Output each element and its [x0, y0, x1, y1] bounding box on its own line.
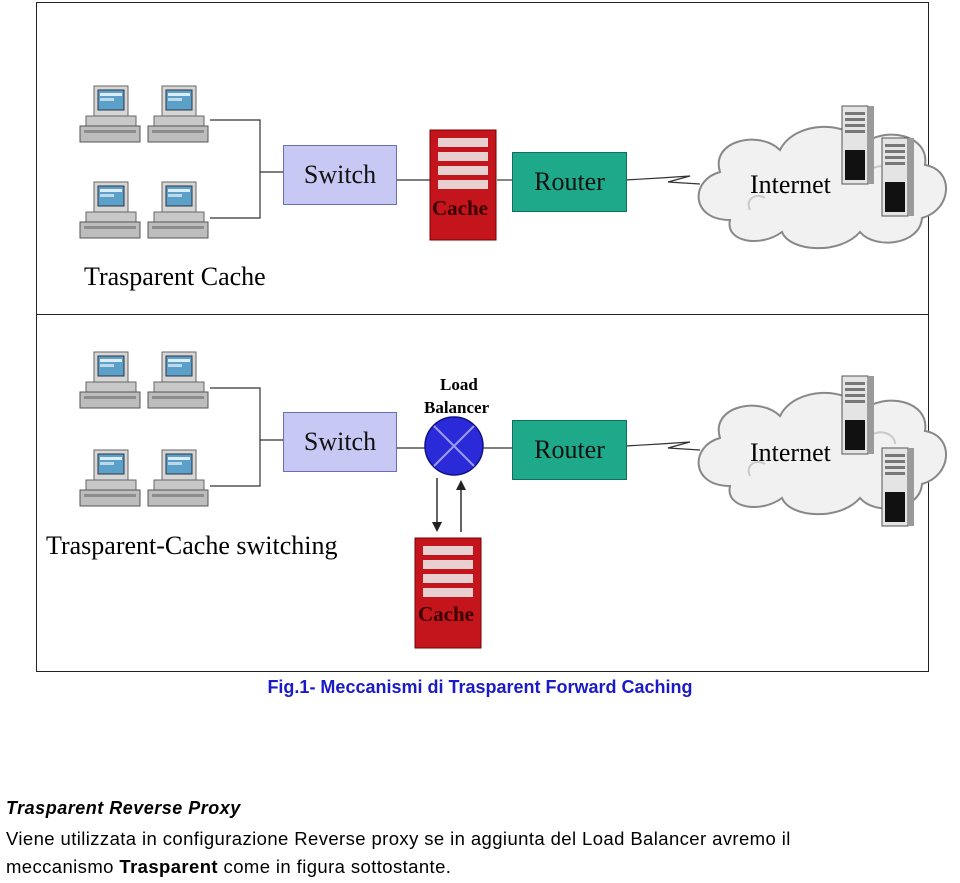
panel-divider — [36, 314, 929, 315]
workstation-icon — [79, 85, 141, 143]
router-box: Router — [512, 420, 627, 480]
router-label: Router — [534, 167, 605, 196]
workstation-icon — [147, 181, 209, 239]
paragraph-text: come in figura sottostante. — [218, 856, 452, 877]
cache-label: Cache — [418, 602, 474, 626]
connector-line — [210, 387, 261, 487]
paragraph-emphasis: Trasparent — [119, 856, 218, 877]
section-heading: Trasparent Reverse Proxy — [6, 798, 241, 818]
workstation-icon — [147, 351, 209, 409]
paragraph-text: meccanismo — [6, 856, 120, 877]
workstation-icon — [147, 449, 209, 507]
cache-server-icon — [429, 129, 497, 241]
wan-link-icon — [624, 175, 701, 185]
load-balancer-label: Balancer — [424, 398, 490, 417]
load-balancer-icon — [424, 416, 484, 476]
switch-box: Switch — [283, 145, 397, 205]
workstation-icon — [79, 351, 141, 409]
web-server-icon — [841, 105, 875, 185]
wan-link-icon — [624, 441, 701, 451]
switch-label: Switch — [303, 160, 377, 189]
panel-title: Trasparent-Cache switching — [46, 531, 338, 560]
web-server-icon — [881, 137, 915, 217]
workstation-icon — [79, 449, 141, 507]
figure-frame — [36, 2, 929, 672]
router-box: Router — [512, 152, 627, 212]
cache-server-icon — [414, 537, 482, 649]
workstation-icon — [79, 181, 141, 239]
load-balancer-label: Load — [440, 375, 478, 394]
up-arrow-icon — [456, 480, 466, 532]
connector-line — [210, 119, 261, 219]
switch-label: Switch — [303, 427, 377, 456]
cache-label: Cache — [432, 196, 488, 220]
panel-title: Trasparent Cache — [84, 262, 266, 291]
workstation-icon — [147, 85, 209, 143]
figure-caption: Fig.1- Meccanismi di Trasparent Forward … — [267, 677, 693, 697]
switch-box: Switch — [283, 412, 397, 472]
down-arrow-icon — [432, 478, 442, 532]
internet-label: Internet — [750, 170, 831, 199]
paragraph-line: meccanismo Trasparent come in figura sot… — [6, 856, 451, 878]
paragraph-line: Viene utilizzata in configurazione Rever… — [6, 828, 791, 849]
web-server-icon — [881, 447, 915, 527]
router-label: Router — [534, 435, 605, 464]
web-server-icon — [841, 375, 875, 455]
internet-label: Internet — [750, 438, 831, 467]
